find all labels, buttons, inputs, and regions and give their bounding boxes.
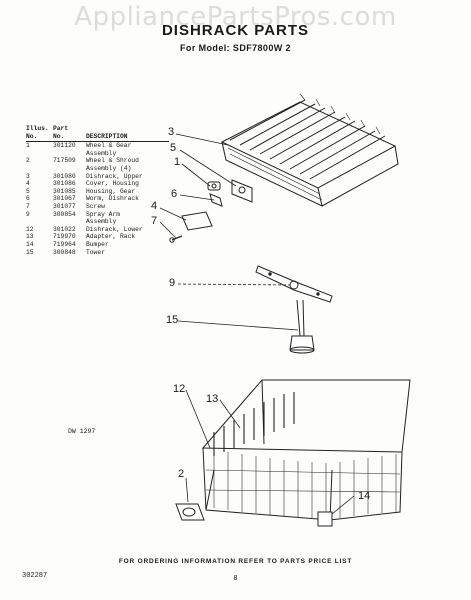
ordering-note: FOR ORDERING INFORMATION REFER TO PARTS … bbox=[118, 558, 353, 565]
table-row: 7 301077 Screw bbox=[26, 203, 169, 211]
illus-number: 7 bbox=[26, 202, 30, 210]
callout-4: 4 bbox=[151, 200, 158, 212]
lower-dishrack bbox=[201, 379, 411, 521]
part-number: 301086 bbox=[53, 180, 76, 188]
callout-15: 15 bbox=[166, 314, 179, 326]
part-description: Bumper bbox=[86, 240, 109, 248]
illus-number: 3 bbox=[26, 172, 30, 180]
part-header: Part No. bbox=[53, 125, 86, 143]
part-description-continued: Assembly (4) bbox=[86, 164, 132, 172]
part-header-line2: No. bbox=[53, 132, 65, 140]
part-description-continued: Assembly bbox=[86, 149, 117, 157]
description-header: DESCRIPTION bbox=[86, 125, 169, 143]
illus-header-line2: No. bbox=[26, 132, 38, 140]
part-description: Adapter, Rack bbox=[86, 233, 136, 241]
part-description: Worm, Dishrack bbox=[86, 195, 139, 203]
illus-number: 1 bbox=[26, 142, 30, 150]
callout-3: 3 bbox=[168, 126, 175, 138]
callout-6: 6 bbox=[171, 188, 178, 200]
illus-number: 12 bbox=[26, 225, 34, 233]
table-row: 2 717509 Wheel & Shroud bbox=[26, 157, 169, 165]
part-description: Screw bbox=[86, 202, 105, 210]
illus-number: 5 bbox=[26, 187, 30, 195]
callout-14: 14 bbox=[358, 490, 371, 502]
table-row: 1 301120 Wheel & Gear bbox=[26, 142, 169, 150]
part-number: 301085 bbox=[53, 187, 76, 195]
part-description: Dishrack, Upper bbox=[86, 172, 143, 180]
part-number: 301022 bbox=[53, 225, 76, 233]
callout-13: 13 bbox=[206, 393, 219, 405]
illus-header: Illus. No. bbox=[26, 125, 53, 143]
bumper bbox=[317, 511, 333, 527]
leader-lines bbox=[159, 133, 355, 515]
table-row: 6 301067 Worm, Dishrack bbox=[26, 195, 169, 203]
table-row: 12 301022 Dishrack, Lower bbox=[26, 226, 169, 234]
table-row-continuation: Assembly (4) bbox=[26, 165, 169, 173]
part-description: Wheel & Shroud bbox=[86, 157, 139, 165]
part-number: 301077 bbox=[53, 202, 76, 210]
part-description: Tower bbox=[86, 248, 105, 256]
part-number: 301080 bbox=[53, 172, 76, 180]
wheel-shroud-assembly bbox=[175, 503, 205, 521]
callout-9: 9 bbox=[169, 277, 176, 289]
table-row: 5 301085 Housing, Gear bbox=[26, 188, 169, 196]
table-row: 3 301080 Dishrack, Upper bbox=[26, 173, 169, 181]
illus-number: 4 bbox=[26, 180, 30, 188]
callout-12: 12 bbox=[173, 383, 186, 395]
spray-arm bbox=[255, 265, 333, 303]
gear-housing-assembly bbox=[169, 179, 253, 243]
watermark: AppliancePartsPros.com bbox=[74, 2, 397, 32]
part-number: 300854 bbox=[53, 210, 76, 218]
table-row: 4 301086 Cover, Housing bbox=[26, 180, 169, 188]
illus-number: 6 bbox=[26, 195, 30, 203]
illus-number: 15 bbox=[26, 248, 34, 256]
part-header-line1: Part bbox=[53, 125, 69, 132]
part-number: 301067 bbox=[53, 195, 76, 203]
model-line: For Model: SDF7800W 2 bbox=[180, 43, 291, 53]
tower bbox=[289, 299, 315, 354]
upper-dishrack bbox=[220, 93, 399, 207]
part-description: Housing, Gear bbox=[86, 187, 136, 195]
table-row: 9 300854 Spray Arm bbox=[26, 211, 169, 219]
part-description: Spray Arm bbox=[86, 210, 121, 218]
part-number: 717509 bbox=[53, 157, 76, 165]
illus-number: 2 bbox=[26, 157, 30, 165]
part-description: Wheel & Gear bbox=[86, 142, 132, 150]
table-row: 15 300848 Tower bbox=[26, 249, 169, 257]
part-number: 719970 bbox=[53, 233, 76, 241]
part-description: Cover, Housing bbox=[86, 180, 139, 188]
callout-7: 7 bbox=[151, 215, 158, 227]
table-row: 13 719970 Adapter, Rack bbox=[26, 233, 169, 241]
publication-number: 302287 bbox=[22, 572, 48, 580]
callout-5: 5 bbox=[170, 142, 177, 154]
part-number: 301120 bbox=[53, 142, 76, 150]
callout-1: 1 bbox=[174, 156, 181, 168]
part-number: 719964 bbox=[53, 240, 76, 248]
page-title: DISHRACK PARTS bbox=[161, 22, 310, 39]
table-row-continuation: Assembly bbox=[26, 218, 169, 226]
part-description: Dishrack, Lower bbox=[86, 225, 143, 233]
illus-number: 13 bbox=[26, 233, 34, 241]
illus-number: 9 bbox=[26, 210, 30, 218]
part-number: 300848 bbox=[53, 248, 76, 256]
table-row-continuation: Assembly bbox=[26, 150, 169, 158]
illus-number: 14 bbox=[26, 240, 34, 248]
table-row: 14 719964 Bumper bbox=[26, 241, 169, 249]
part-description-continued: Assembly bbox=[86, 218, 117, 226]
illus-header-line1: Illus. bbox=[26, 125, 49, 132]
callout-2: 2 bbox=[178, 468, 185, 480]
page-number: 8 bbox=[233, 575, 238, 582]
drawing-code: DW 1297 bbox=[68, 428, 96, 435]
table-header-row: Illus. No. Part No. DESCRIPTION bbox=[26, 125, 169, 143]
